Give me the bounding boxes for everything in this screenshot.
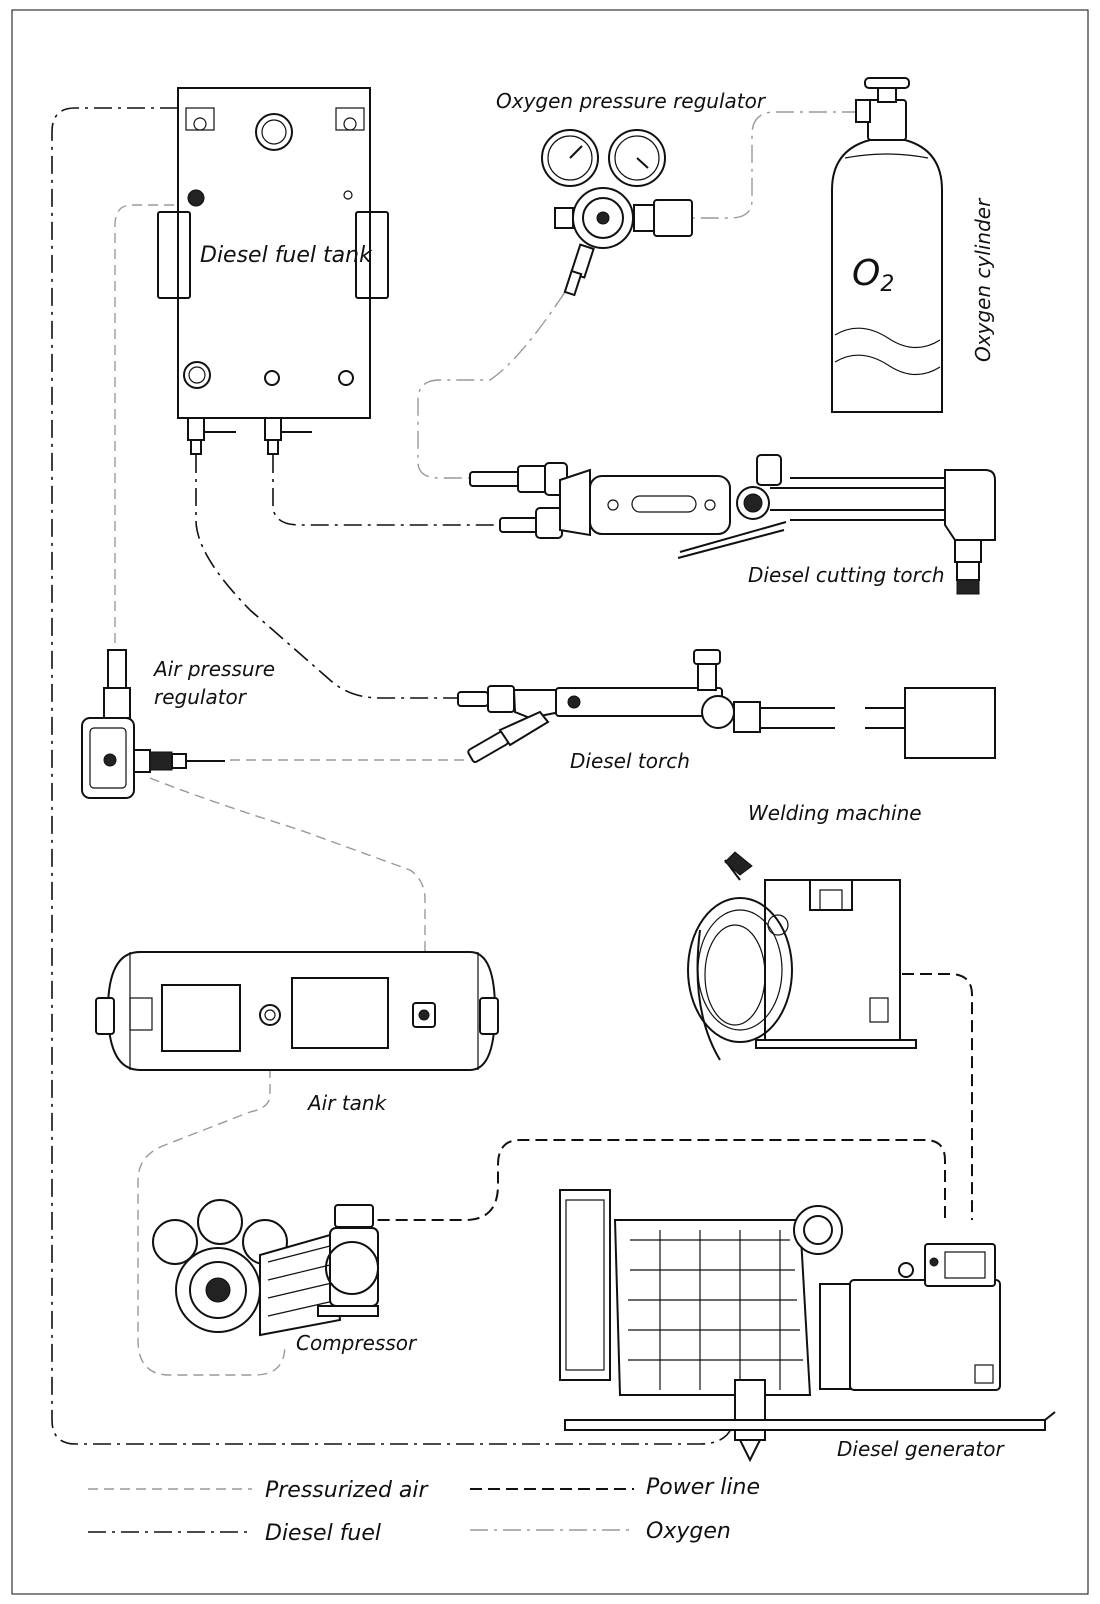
legend-label-power-line: Power line <box>646 1475 760 1500</box>
label-oxygen-pressure-regulator: Oxygen pressure regulator <box>496 89 767 113</box>
legend-item-pressurized-air: Pressurized air <box>88 1478 430 1503</box>
fuel-line-tank-cutting-torch <box>272 455 500 526</box>
label-diesel-torch: Diesel torch <box>570 749 690 773</box>
power-line-generator-compressor <box>372 1139 946 1221</box>
legend-item-oxygen: Oxygen <box>470 1519 731 1544</box>
legend-label-pressurized-air: Pressurized air <box>265 1478 430 1503</box>
diesel-cutting-torch: Diesel cutting torch <box>469 454 996 595</box>
oxygen-line-cylinder-regulator <box>692 111 860 219</box>
diesel-torch: Diesel torch <box>457 649 996 773</box>
label-air-pressure-regulator-line1: Air pressure <box>152 657 275 681</box>
air-tank: Air tank <box>95 951 499 1115</box>
label-diesel-generator: Diesel generator <box>837 1437 1005 1461</box>
welding-machine: Welding machine <box>687 801 922 1061</box>
air-pressure-regulator: Air pressure regulator <box>81 649 275 799</box>
page-border <box>11 9 1089 1595</box>
label-o2: O2 <box>852 253 894 297</box>
legend-label-oxygen: Oxygen <box>646 1519 731 1544</box>
fuel-line-tank-generator <box>51 107 736 1445</box>
power-line-welder-generator <box>902 973 973 1220</box>
diesel-fuel-tank: Diesel fuel tank <box>157 87 389 455</box>
air-line-airtank-compressor <box>137 1020 286 1376</box>
label-diesel-fuel-tank: Diesel fuel tank <box>200 243 373 268</box>
legend-item-power-line: Power line <box>470 1475 760 1500</box>
compressor: Compressor <box>152 1199 418 1355</box>
label-diesel-cutting-torch: Diesel cutting torch <box>748 563 945 587</box>
label-air-pressure-regulator-line2: regulator <box>154 685 248 709</box>
label-compressor: Compressor <box>296 1331 418 1355</box>
oxygen-pressure-regulator: Oxygen pressure regulator <box>496 89 767 297</box>
oxygen-line-regulator-cutting-torch <box>417 291 566 479</box>
label-air-tank: Air tank <box>306 1091 388 1115</box>
label-oxygen-cylinder: Oxygen cylinder <box>971 197 995 362</box>
air-line-regulator-airtank <box>149 777 426 990</box>
diesel-generator: Diesel generator <box>559 1189 1056 1463</box>
connection-lines <box>51 107 973 1445</box>
label-welding-machine: Welding machine <box>748 801 922 825</box>
legend-item-diesel-fuel: Diesel fuel <box>88 1521 381 1546</box>
fuel-line-tank-torch <box>195 455 458 699</box>
legend: Pressurized air Power line Diesel fuel O… <box>88 1475 760 1546</box>
oxygen-cylinder: O2 Oxygen cylinder <box>831 77 995 413</box>
air-line-tank-regulator <box>114 204 190 650</box>
legend-label-diesel-fuel: Diesel fuel <box>265 1521 381 1546</box>
